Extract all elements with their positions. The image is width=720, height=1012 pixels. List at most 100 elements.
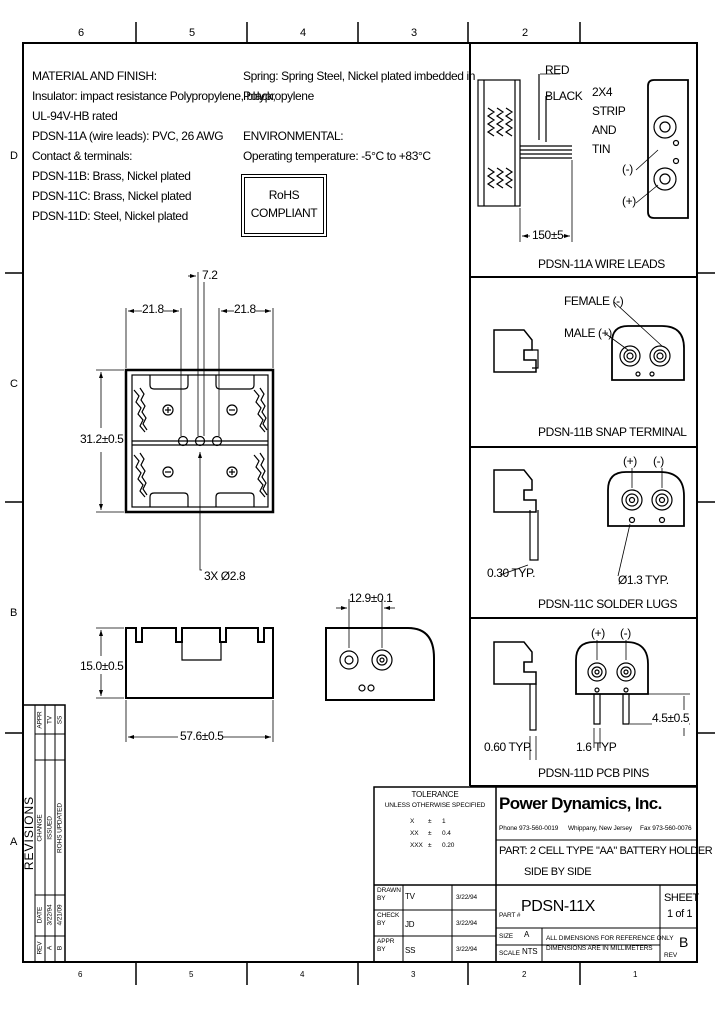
signoff-label: DRAWN BY xyxy=(377,887,401,902)
label-d-negative: (-) xyxy=(620,626,631,640)
part-desc: 2 CELL TYPE "AA" BATTERY HOLDER xyxy=(529,845,713,857)
zone-label: 3 xyxy=(411,27,417,39)
signoff-date: 3/22/94 xyxy=(456,946,477,953)
signoff-label: APPR BY xyxy=(377,938,395,953)
dim-end-width: 12.9±0.1 xyxy=(349,591,393,605)
tol-cell: XX xyxy=(410,830,419,837)
zone-label: 5 xyxy=(189,27,195,39)
zone-label: C xyxy=(10,378,18,390)
zone-label: 2 xyxy=(522,27,528,39)
signoff-who: TV xyxy=(405,892,415,901)
note-line: PDSN-11A (wire leads): PVC, 26 AWG xyxy=(32,129,224,143)
environmental-notes: ENVIRONMENTAL: Operating temperature: -5… xyxy=(243,126,431,166)
rohs-line: RoHS xyxy=(268,188,300,202)
rev-value: B xyxy=(679,934,689,950)
note-line: Spring: Spring Steel, Nickel plated imbe… xyxy=(243,69,476,83)
material-notes: MATERIAL AND FINISH: Insulator: impact r… xyxy=(32,66,276,226)
zone-label: 2 xyxy=(522,970,527,979)
dim-holes: 3X Ø2.8 xyxy=(204,569,246,583)
tol-cell: 1 xyxy=(442,818,446,825)
tolerance-table: X±1 XX±0.4 XXX±0.20 xyxy=(410,816,454,852)
zone-label: 1 xyxy=(633,970,638,979)
zone-label: B xyxy=(10,607,17,619)
zone-label: 6 xyxy=(78,27,84,39)
company-phone: Phone 973-560-0019 xyxy=(499,825,559,832)
spring-notes: Spring: Spring Steel, Nickel plated imbe… xyxy=(243,66,475,106)
dim-pin-width: 1.6 TYP xyxy=(576,740,617,754)
zone-label: A xyxy=(10,836,17,848)
strip-line: TIN xyxy=(592,142,611,156)
dim-top-mid: 7.2 xyxy=(202,268,218,282)
label-c-positive: (+) xyxy=(623,454,637,468)
note-line: PDSN-11B: Brass, Nickel plated xyxy=(32,169,191,183)
part-description-2: SIDE BY SIDE xyxy=(524,866,592,878)
signoff-date: 3/22/94 xyxy=(456,920,477,927)
zone-label: 5 xyxy=(189,970,194,979)
strip-line: 2X4 xyxy=(592,85,613,99)
panel-a-caption: PDSN-11A WIRE LEADS xyxy=(538,257,665,271)
dim-lug-thickness: 0.30 TYP. xyxy=(487,566,535,580)
zone-label: 4 xyxy=(300,970,305,979)
zone-label: 4 xyxy=(300,27,306,39)
company-fax: Fax 973-560-0076 xyxy=(640,825,692,832)
tolerance-row: XXX±0.20 xyxy=(410,840,454,852)
dimension-note: ALL DIMENSIONS FOR REFERENCE ONLY DIMENS… xyxy=(546,934,674,954)
note-line: MATERIAL AND FINISH: xyxy=(32,69,157,83)
zone-label: 6 xyxy=(78,970,83,979)
tol-cell: ± xyxy=(428,842,432,849)
part-label: PART: xyxy=(499,845,528,857)
sheet-label: SHEET xyxy=(664,892,699,904)
dim-side-height: 15.0±0.5 xyxy=(80,659,124,673)
rohs-badge: RoHS COMPLIANT xyxy=(244,177,324,234)
panel-d-caption: PDSN-11D PCB PINS xyxy=(538,766,650,780)
sheet-value: 1 of 1 xyxy=(667,908,693,920)
scale-value: NTS xyxy=(522,947,538,956)
tol-cell: X xyxy=(410,818,415,825)
label-red: RED xyxy=(545,63,570,77)
tolerance-row: X±1 xyxy=(410,816,454,828)
signoff-date: 3/22/94 xyxy=(456,894,477,901)
size-label: SIZE xyxy=(499,933,514,940)
panel-b-caption: PDSN-11B SNAP TERMINAL xyxy=(538,425,687,439)
dim-width: 57.6±0.5 xyxy=(180,729,224,743)
company-name: Power Dynamics, Inc. xyxy=(499,794,662,813)
label-negative: (-) xyxy=(622,162,633,176)
rev-label: REV xyxy=(664,952,678,959)
tolerance-row: XX ±0.4 xyxy=(410,828,454,840)
label-positive: (+) xyxy=(622,194,636,208)
note-line: PDSN-11D: Steel, Nickel plated xyxy=(32,209,188,223)
label-female: FEMALE (-) xyxy=(564,294,624,308)
env-title: ENVIRONMENTAL: xyxy=(243,129,344,143)
strip-line: STRIP xyxy=(592,104,626,118)
tolerance-title: TOLERANCE xyxy=(411,790,459,799)
size-value: A xyxy=(524,930,530,939)
scale-label: SCALE xyxy=(499,950,520,957)
tol-cell: 0.20 xyxy=(442,842,455,849)
label-d-positive: (+) xyxy=(591,626,605,640)
dim-height: 31.2±0.5 xyxy=(80,432,124,446)
tolerance-subtitle: UNLESS OTHERWISE SPECIFIED xyxy=(384,802,486,809)
dim-pin-thickness: 0.60 TYP. xyxy=(484,740,532,754)
tol-cell: ± xyxy=(428,830,432,837)
panel-c-caption: PDSN-11C SOLDER LUGS xyxy=(538,597,678,611)
tol-cell: 0.4 xyxy=(442,830,451,837)
label-c-negative: (-) xyxy=(653,454,664,468)
dim-lug-hole: Ø1.3 TYP. xyxy=(618,573,669,587)
company-address: Whippany, New Jersey xyxy=(568,825,632,832)
zone-label: D xyxy=(10,150,18,162)
note-line: Contact & terminals: xyxy=(32,149,133,163)
dim-pin-spacing: 4.5±0.5 xyxy=(652,711,690,725)
note-line: ALL DIMENSIONS FOR REFERENCE ONLY xyxy=(546,935,674,942)
note-line: Polypropylene xyxy=(243,89,314,103)
label-black: BLACK xyxy=(545,89,583,103)
dim-top-right: 21.8 xyxy=(234,302,256,316)
